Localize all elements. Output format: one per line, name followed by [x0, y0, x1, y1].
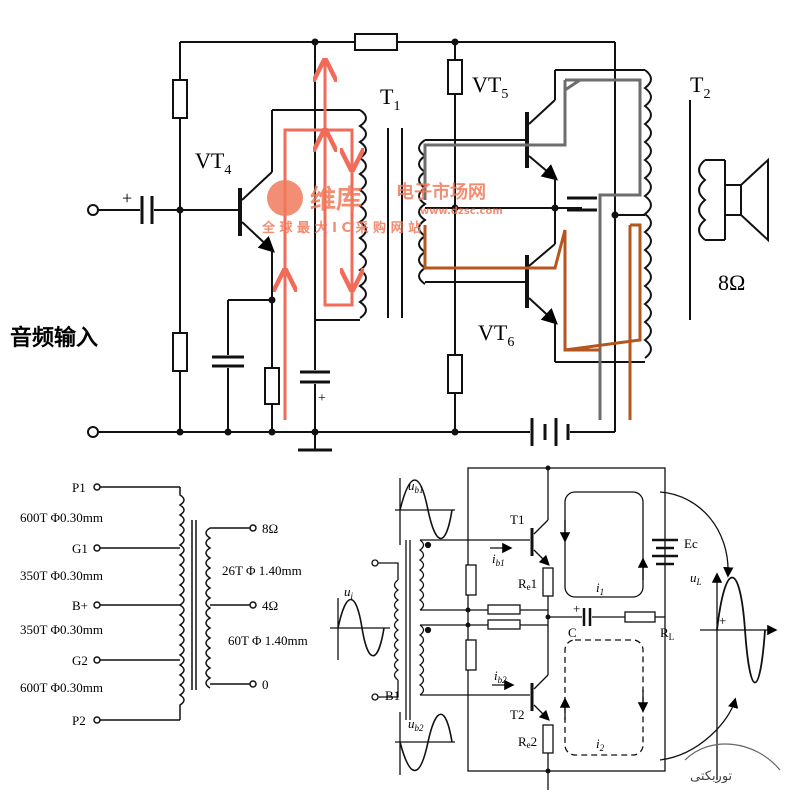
transformer-spec [93, 483, 257, 724]
label-re1: Re1 [518, 576, 537, 592]
speaker-cone [740, 157, 769, 243]
bottom-labels: ub1 ub2 ui ib1 ib2 T1 T2 Re1 Re2 i1 i2 C… [344, 478, 726, 753]
label-ui: ui [344, 584, 354, 601]
bottom-circuit [330, 465, 778, 790]
input-terminal-bottom [87, 426, 99, 438]
winding-6: 60T Φ 1.40mm [228, 633, 308, 648]
winding-4: 600T Φ0.30mm [20, 680, 103, 695]
watermark-logo-icon [267, 180, 303, 216]
label-decap-plus: + [318, 391, 326, 406]
corner-logo-text: توربکتی [690, 769, 733, 784]
transformer-spec-labels: P1 G1 B+ G2 P2 600T Φ0.30mm 350T Φ0.30mm… [20, 480, 308, 728]
watermark-slogan: 全 球 最 大 I C 采 购 网 站 [261, 220, 421, 236]
label-t1-bottom: T1 [510, 512, 524, 527]
terminal-8ohm: 8Ω [262, 521, 278, 536]
label-c: C [568, 625, 577, 640]
winding-3: 350T Φ0.30mm [20, 622, 103, 637]
vt5-bias-resistor [447, 59, 463, 95]
watermark-url: www.dzsc.com [420, 206, 503, 217]
label-ul: uL [690, 570, 702, 587]
label-c-plus: + [573, 601, 580, 616]
winding-2: 350T Φ0.30mm [20, 568, 103, 583]
label-ub2: ub2 [408, 716, 424, 733]
watermark: 维库 电子市场网 www.dzsc.com 全 球 最 大 I C 采 购 网 … [261, 180, 503, 236]
terminal-p1: P1 [72, 480, 86, 495]
label-output-plus: + [719, 613, 726, 628]
emitter-resistor [264, 367, 280, 405]
label-rl: RL [660, 625, 674, 642]
label-b1: B1 [385, 688, 400, 703]
label-i2: i2 [596, 736, 605, 753]
label-t2: T2 [690, 72, 710, 102]
label-speaker: 8Ω [718, 270, 745, 295]
bias-resistor-top [172, 79, 188, 119]
label-vt6: VT6 [478, 320, 514, 350]
label-t1: T1 [380, 84, 400, 114]
label-ib1: ib1 [492, 551, 505, 568]
watermark-name: 电子市场网 [396, 181, 486, 203]
terminal-g2: G2 [72, 653, 88, 668]
bias-resistor-bottom [172, 332, 188, 372]
watermark-brand: 维库 [310, 184, 362, 215]
label-ub1: ub1 [408, 478, 424, 495]
label-vt5: VT5 [472, 72, 508, 102]
label-t2-bottom: T2 [510, 707, 524, 722]
terminal-g1: G1 [72, 541, 88, 556]
label-ib2: ib2 [494, 668, 507, 685]
label-i1: i1 [596, 580, 604, 597]
top-resistor [354, 33, 398, 51]
top-labels: VT4 VT5 VT6 T1 T2 8Ω 音频输入 + + [10, 72, 745, 406]
speaker-magnet [724, 184, 742, 216]
label-vt4: VT4 [195, 148, 231, 178]
label-ec: Ec [684, 536, 698, 551]
winding-1: 600T Φ0.30mm [20, 510, 103, 525]
input-terminal-top [87, 204, 99, 216]
winding-5: 26T Φ 1.40mm [222, 563, 302, 578]
terminal-0: 0 [262, 677, 269, 692]
terminal-p2: P2 [72, 713, 86, 728]
label-re2: Re2 [518, 734, 537, 750]
corner-logo: توربکتی [684, 743, 781, 784]
current-path-gray [423, 78, 642, 420]
current-path-red [285, 60, 352, 420]
terminal-4ohm: 4Ω [262, 598, 278, 613]
label-audio-input: 音频输入 [10, 325, 98, 351]
top-circuit [87, 33, 769, 452]
label-cap-plus: + [122, 188, 132, 208]
current-path-brown [423, 223, 642, 420]
terminal-bplus: B+ [72, 598, 88, 613]
vt6-bias-resistor [447, 354, 463, 394]
